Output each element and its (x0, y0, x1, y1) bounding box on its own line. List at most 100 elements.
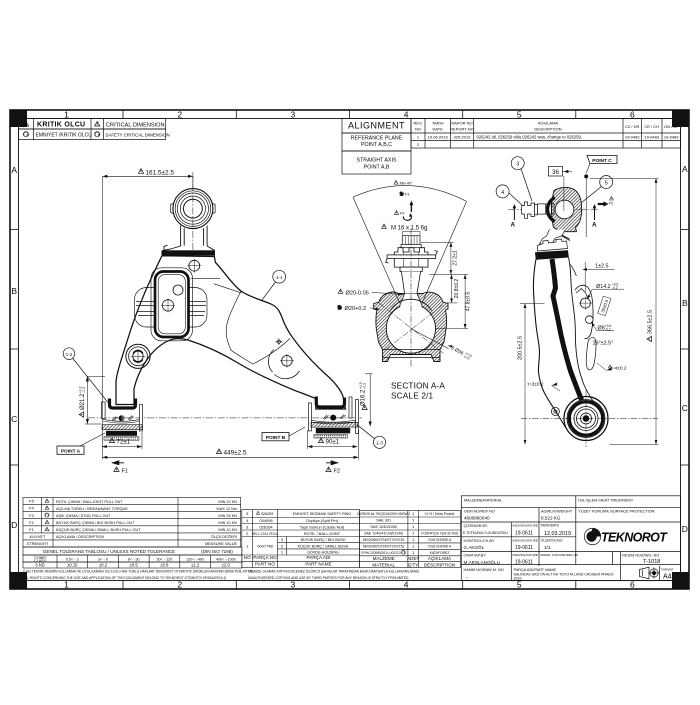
svg-text:t=3±0.2: t=3±0.2 (528, 381, 544, 387)
svg-text:19-0611: 19-0611 (515, 560, 533, 566)
svg-text:1: 1 (281, 550, 284, 555)
svg-text:D: D (11, 520, 17, 530)
svg-text:A: A (511, 222, 516, 229)
svg-text:A: A (682, 164, 688, 174)
svg-text:90±1: 90±1 (326, 439, 340, 446)
svg-text:CRITICAL DIMENSION: CRITICAL DIMENSION (106, 122, 165, 128)
svg-text:+0.2: +0.2 (78, 386, 82, 393)
svg-text:GENEL TOLERANS TABLOSU / UNLES: GENEL TOLERANS TABLOSU / UNLESS NOTED TO… (43, 549, 175, 554)
svg-text:SAFETY CRITICAL DIMENSION: SAFETY CRITICAL DIMENSION (106, 133, 170, 138)
svg-text:POINT A: POINT A (61, 448, 81, 454)
svg-text:5: 5 (246, 511, 249, 516)
svg-text:026242 idi, 026259 oldu.026242: 026242 idi, 026259 oldu.026242 was, chan… (477, 135, 582, 140)
svg-text:1: 1 (246, 544, 249, 549)
svg-text:04/T8/09-64-T/EQS/16/09/H-09/S: 04/T8/09-64-T/EQS/16/09/H-09/SW-1 (357, 512, 410, 516)
svg-text:4: 4 (404, 110, 409, 120)
svg-text:DESCRIPTION: DESCRIPTION (534, 127, 561, 132)
svg-text:S Ø36: S Ø36 (450, 345, 465, 357)
svg-text:T.SINIFI: T.SINIFI (34, 556, 47, 560)
svg-text:FOSFAT(Zn Fp8-32 t03): FOSFAT(Zn Fp8-32 t03) (421, 531, 458, 535)
svg-text:2: 2 (177, 110, 182, 120)
svg-text:026259: 026259 (261, 512, 273, 516)
svg-text:OEM NO/REF NO: OEM NO/REF NO (464, 510, 495, 514)
svg-text:A4: A4 (663, 573, 672, 580)
svg-text:19-0483: 19-0483 (625, 135, 640, 140)
svg-text:-0.2: -0.2 (605, 327, 611, 331)
svg-text:MIN 10 KN: MIN 10 KN (218, 528, 237, 532)
svg-text:Ø14.2: Ø14.2 (596, 284, 611, 290)
svg-text:EMNİYET SEGMANI SAFETY RING: EMNİYET SEGMANI SAFETY RING (293, 511, 352, 516)
svg-text:1: 1 (412, 530, 415, 535)
svg-text:G.AKGÖL: G.AKGÖL (464, 544, 485, 550)
svg-text:(DIN ISO 7168): (DIN ISO 7168) (201, 549, 233, 554)
svg-text:325-2019: 325-2019 (454, 135, 472, 140)
svg-text:19-0483: 19-0483 (664, 135, 679, 140)
svg-text:449±2.5: 449±2.5 (224, 450, 247, 457)
svg-text:5: 5 (517, 110, 522, 120)
svg-text:SAE 1040/1050: SAE 1040/1050 (370, 525, 397, 529)
svg-text:366.5±2.5: 366.5±2.5 (648, 310, 654, 334)
svg-text:27.2±1: 27.2±1 (453, 250, 459, 265)
svg-text:E.TUTKUN/A.O.GÜNDOĞDU: E.TUTKUN/A.O.GÜNDOĞDU (463, 530, 508, 535)
svg-text:PARÇA ADI: PARÇA ADI (307, 555, 331, 560)
svg-text:ACIKLAMA: ACIKLAMA (538, 121, 559, 126)
svg-text:RAPOR NO: RAPOR NO (451, 121, 472, 126)
svg-text:F4: F4 (400, 212, 404, 216)
svg-text:2: 2 (281, 544, 284, 549)
svg-text:ADET: ADET (407, 556, 419, 561)
svg-text:POINT B: POINT B (266, 435, 286, 441)
svg-text:M 16 x 1.5 6g: M 16 x 1.5 6g (391, 225, 427, 231)
svg-text:FORMAT: FORMAT (661, 568, 674, 572)
svg-text:6: 6 (630, 110, 635, 120)
svg-text:RESİM NO/DWG. NO: RESİM NO/DWG. NO (622, 553, 659, 558)
svg-text:F2: F2 (334, 468, 341, 474)
svg-text:SAE 301: SAE 301 (376, 519, 391, 523)
svg-text:REPORT NO: REPORT NO (450, 127, 474, 132)
svg-text:0007748: 0007748 (257, 544, 273, 549)
svg-text:3 ND: 3 ND (35, 562, 45, 567)
svg-text:1: 1 (412, 543, 415, 548)
svg-text:B: B (682, 298, 688, 308)
svg-text:Ø20+0.2: Ø20+0.2 (345, 306, 367, 312)
svg-text:IMZA/SIGNATURE: IMZA/SIGNATURE (513, 538, 538, 542)
svg-text:C: C (11, 414, 17, 424)
svg-text:SCALE 2/1: SCALE 2/1 (391, 392, 434, 401)
svg-text:F4: F4 (29, 506, 34, 511)
svg-text:F1: F1 (29, 527, 34, 532)
svg-text:—: — (465, 575, 469, 579)
svg-text:Ø16.2: Ø16.2 (361, 389, 367, 406)
svg-text:1: 1 (64, 110, 69, 120)
svg-text:ISIL İŞLEM /HEAT TREATMENT: ISIL İŞLEM /HEAT TREATMENT (578, 498, 634, 503)
svg-text:1: 1 (412, 511, 415, 516)
svg-text:F1: F1 (122, 468, 129, 474)
svg-text:TARIH: TARIH (432, 121, 444, 126)
svg-text:T-1018: T-1018 (643, 559, 660, 565)
svg-text:028164: 028164 (259, 524, 273, 529)
svg-text:±2.0: ±2.0 (222, 562, 231, 567)
svg-text:AGIRLIK/WEIGHT: AGIRLIK/WEIGHT (541, 510, 573, 514)
svg-text:MATERIAL: MATERIAL (372, 562, 395, 567)
svg-text:F5: F5 (609, 202, 613, 206)
svg-text:POINT A,B: POINT A,B (364, 165, 390, 171)
svg-text:AÇILMA TORKU / BREAKAWAY TORQU: AÇILMA TORKU / BREAKAWAY TORQUE (56, 507, 128, 511)
svg-text:ON / AP: ON / AP (664, 124, 679, 129)
svg-text:ÇİZEN/DR.BY: ÇİZEN/DR.BY (464, 523, 489, 528)
svg-text:POINT A,B,C: POINT A,B,C (361, 142, 392, 148)
svg-text:1-1: 1-1 (276, 275, 283, 280)
svg-text:SALINCAK SAĞ ÖN ALT RH TOYOTA: SALINCAK SAĞ ÖN ALT RH TOYOTA LAND CRUIS… (514, 572, 614, 577)
svg-text:POINT C: POINT C (592, 158, 612, 164)
svg-text:+0.6: +0.6 (605, 324, 612, 328)
svg-text:TEKNOROT: TEKNOROT (601, 531, 668, 545)
svg-text:MALZEME/MATERIAL: MALZEME/MATERIAL (464, 499, 502, 503)
svg-text:CZ / DR: CZ / DR (625, 124, 640, 129)
svg-text:AÇIKLAMA: AÇIKLAMA (428, 556, 452, 561)
svg-text:70±5 SHORE A: 70±5 SHORE A (428, 538, 452, 542)
svg-text:47.8±0.5: 47.8±0.5 (466, 292, 472, 312)
svg-text:4: 4 (404, 580, 409, 590)
svg-text:-0.2: -0.2 (612, 286, 618, 290)
svg-text:t=4±0.2: t=4±0.2 (611, 366, 627, 372)
svg-text:CLASS: CLASS (34, 559, 46, 563)
svg-text:Gupilya (Split Pin): Gupilya (Split Pin) (306, 518, 339, 523)
svg-text:MALZEME: MALZEME (373, 556, 395, 561)
svg-text:MIN 10 KN: MIN 10 KN (218, 521, 237, 525)
